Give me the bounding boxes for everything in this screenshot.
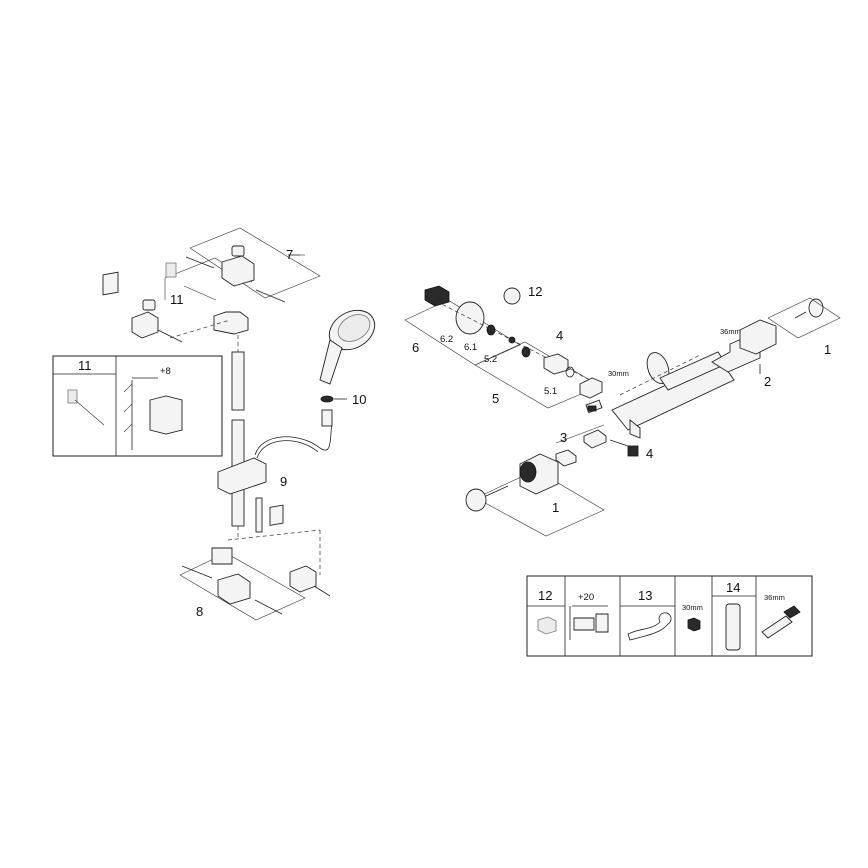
label-9: 9 [280,474,287,489]
shower-hose [254,419,333,456]
table-label-13: 13 [638,588,652,603]
label-6-1: 6.1 [464,342,477,353]
wrench-icon [627,612,672,641]
detail-box-label-11: 11 [78,358,92,373]
spare-parts-table: 12 +20 13 30mm 14 36mm [526,575,813,657]
label-5-1: 5.1 [544,386,557,397]
label-2: 2 [764,374,771,389]
label-10: 10 [352,392,366,407]
label-8: 8 [196,604,203,619]
table-size-36mm: 36mm [764,593,785,602]
lower-wall-bracket-group [179,504,331,621]
table-label-14: 14 [726,580,740,595]
table-label-12: 12 [538,588,552,603]
label-5-2: 5.2 [484,354,497,365]
label-1-upper: 1 [824,342,831,357]
label-12: 12 [528,284,542,299]
hand-shower [319,309,376,427]
spare-part-12-icon [537,616,557,635]
handle-group [465,453,605,537]
label-11: 11 [170,292,184,307]
thermostat-cartridge [711,297,841,374]
label-3: 3 [560,430,567,445]
upper-wall-bracket-group [164,227,321,335]
thermostat-body [585,351,735,439]
small-wall-bracket-group [102,271,231,343]
detail-box-offset: +8 [160,366,171,377]
detail-box-item-11: 11 +8 [52,355,223,457]
left-connection-group [404,285,591,381]
label-7: 7 [286,247,293,262]
label-5: 5 [492,391,499,406]
inlet-connection-group [474,341,603,409]
cartridge-36mm-icon [761,615,793,639]
label-1-lower: 1 [552,500,559,515]
nut-30mm-icon [687,617,701,632]
shower-rail [217,335,267,540]
label-4-upper: 4 [556,328,563,343]
label-6: 6 [412,340,419,355]
label-30mm: 30mm [608,369,629,378]
label-4-lower: 4 [646,446,653,461]
table-size-30mm: 30mm [682,603,703,612]
extension-icon [573,613,609,633]
label-36mm: 36mm [720,327,741,336]
label-6-2: 6.2 [440,334,453,345]
table-offset-20: +20 [578,592,594,603]
cartridge-tool-icon [725,603,741,651]
outlet-connection-group [555,405,639,467]
